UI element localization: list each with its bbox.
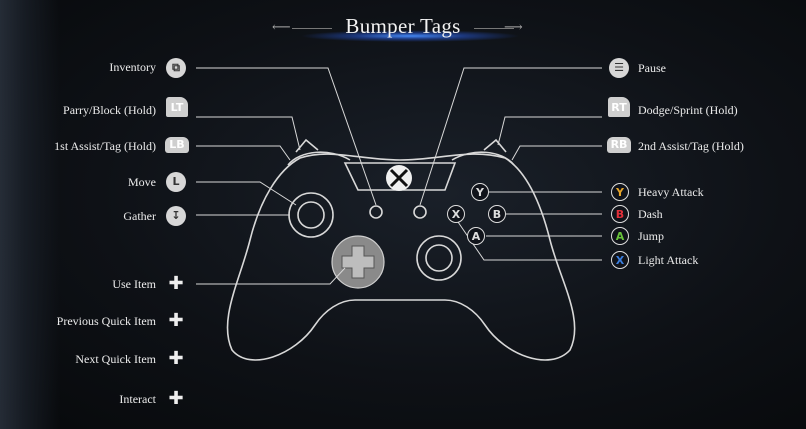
gather-label: Gather (123, 209, 156, 223)
title-glow (300, 30, 520, 42)
lb-bumper-icon: LB (165, 137, 189, 153)
prev-quick-item-label: Previous Quick Item (56, 314, 156, 328)
controller-x-button: X (447, 205, 465, 223)
x-button-icon: X (611, 251, 629, 269)
left-bumper-shape (287, 151, 351, 166)
assist1-label: 1st Assist/Tag (Hold) (54, 139, 156, 153)
left-stick-ring (288, 192, 334, 238)
line-assist2 (511, 145, 602, 161)
y-button-icon: Y (611, 183, 629, 201)
right-bumper-shape (451, 151, 515, 166)
page-title: Bumper Tags (345, 14, 461, 38)
line-use-item (196, 267, 346, 285)
interact-label: Interact (119, 392, 156, 406)
title-line-left (292, 28, 332, 29)
dpad-down-icon: ✚ (168, 388, 184, 409)
lt-trigger-icon: LT (166, 97, 188, 117)
title-arrow-left-icon: ⟵ (272, 19, 291, 34)
controller-b-button: B (488, 205, 506, 223)
controller-bezel (343, 162, 457, 191)
pause-label: Pause (638, 61, 666, 75)
view-icon: ⧉ (166, 58, 186, 78)
jump-label: Jump (638, 229, 665, 243)
assist2-label: 2nd Assist/Tag (Hold) (638, 139, 744, 153)
dash-label: Dash (638, 207, 663, 221)
a-button-icon: A (611, 227, 629, 245)
move-label: Move (128, 175, 156, 189)
right-stick-inner (425, 244, 453, 272)
title-line-right (474, 28, 514, 29)
rt-trigger-icon: RT (608, 97, 630, 117)
line-light (457, 221, 602, 261)
dpad-cross (341, 245, 375, 279)
rb-bumper-icon: RB (607, 137, 631, 153)
title-arrow-right-icon: ⟶ (504, 19, 523, 34)
heavy-attack-label: Heavy Attack (638, 185, 704, 199)
line-parry (196, 116, 301, 151)
right-stick-ring (416, 235, 462, 281)
light-attack-label: Light Attack (638, 253, 699, 267)
dpad-left-icon: ✚ (168, 310, 184, 331)
left-stick-icon: L (166, 172, 186, 192)
line-inventory (196, 67, 377, 206)
menu-icon: ☰ (609, 58, 629, 78)
line-pause (419, 67, 602, 206)
dpad-right-icon: ✚ (168, 348, 184, 369)
parry-label: Parry/Block (Hold) (63, 103, 156, 117)
line-move (196, 181, 297, 206)
left-stick-click-icon: ↧ (166, 206, 186, 226)
use-item-label: Use Item (112, 277, 156, 291)
next-quick-item-label: Next Quick Item (75, 352, 156, 366)
controller-y-button: Y (471, 183, 489, 201)
right-trigger-shape (483, 138, 507, 153)
view-button-shape (369, 205, 383, 219)
menu-button-shape (413, 205, 427, 219)
background-fog (0, 0, 60, 429)
dpad-icon: ✚ (168, 273, 184, 294)
left-stick-inner (297, 201, 325, 229)
line-dodge (497, 116, 602, 146)
dodge-label: Dodge/Sprint (Hold) (638, 103, 738, 117)
controller-a-button: A (467, 227, 485, 245)
inventory-label: Inventory (109, 60, 156, 74)
line-assist1 (196, 145, 291, 161)
b-button-icon: B (611, 205, 629, 223)
